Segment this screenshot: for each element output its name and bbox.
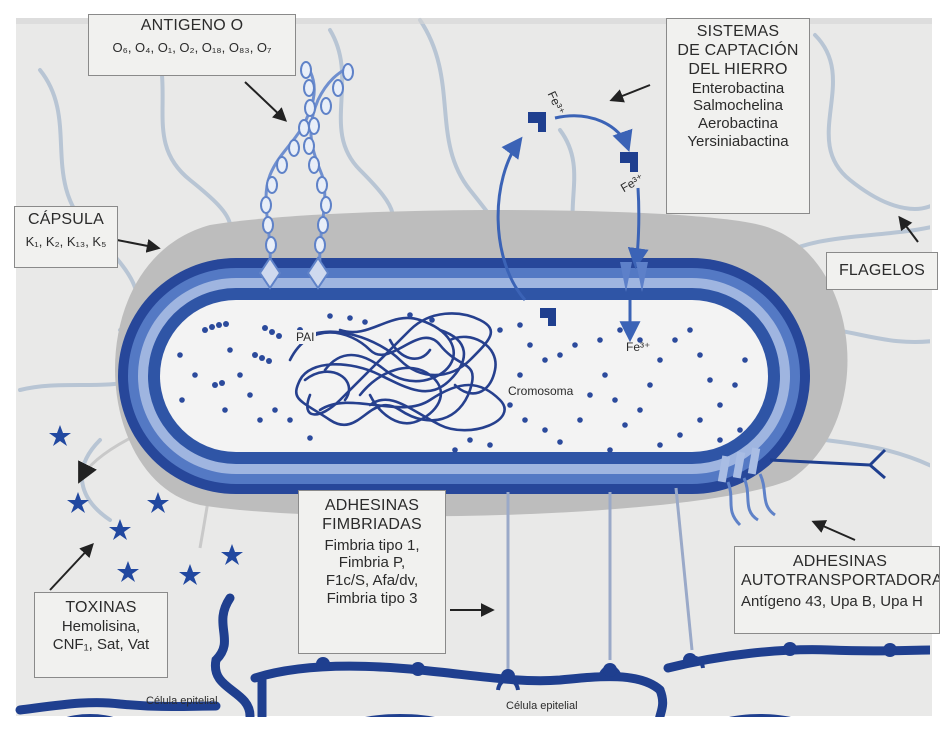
fimbrial-item: Fimbria tipo 1, — [299, 537, 445, 555]
autotransporter-title-1: ADHESINAS — [741, 553, 939, 572]
flagella-label: FLAGELOS — [826, 252, 938, 290]
iron-systems-title-1: SISTEMAS — [667, 23, 809, 42]
fimbrial-item: F1c/S, Afa/dv, — [299, 572, 445, 590]
toxins-label: TOXINAS Hemolisina, CNF₁, Sat, Vat — [34, 592, 168, 678]
iron-systems-item: Enterobactina — [667, 80, 809, 98]
toxins-item: CNF₁, Sat, Vat — [35, 636, 167, 654]
pai-label: PAI — [294, 330, 316, 344]
toxins-title: TOXINAS — [35, 599, 167, 618]
chromosome-label: Cromosoma — [506, 384, 575, 398]
fimbrial-adhesins-label: ADHESINAS FIMBRIADAS Fimbria tipo 1, Fim… — [298, 490, 446, 654]
flagella-title: FLAGELOS — [827, 262, 937, 281]
fimbrial-item: Fimbria tipo 3 — [299, 590, 445, 608]
fimbrial-title-1: ADHESINAS — [299, 497, 445, 516]
capsule-body: K₁, K₂, K₁₃, K₅ — [15, 234, 117, 249]
autotransporter-body: Antígeno 43, Upa B, Upa H — [741, 593, 939, 611]
epithelial-cell-label-left: Célula epitelial — [146, 695, 218, 707]
fimbrial-item: Fimbria P, — [299, 554, 445, 572]
capsule-label: CÁPSULA K₁, K₂, K₁₃, K₅ — [14, 206, 118, 268]
iron-systems-item: Salmochelina — [667, 97, 809, 115]
autotransporter-title-2: AUTOTRANSPORTADORAS — [741, 572, 939, 591]
iron-systems-title-2: DE CAPTACIÓN — [667, 42, 809, 61]
iron-systems-item: Aerobactina — [667, 115, 809, 133]
antigen-o-title: ANTIGENO O — [89, 17, 295, 36]
capsule-title: CÁPSULA — [15, 211, 117, 230]
epithelial-cell-label-center: Célula epitelial — [506, 700, 578, 712]
fe-inside-label: Fe³⁺ — [626, 340, 650, 354]
antigen-o-label: ANTIGENO O O₆, O₄, O₁, O₂, O₁₈, O₈₃, O₇ — [88, 14, 296, 76]
toxins-item: Hemolisina, — [35, 618, 167, 636]
iron-systems-title-3: DEL HIERRO — [667, 61, 809, 80]
iron-systems-item: Yersiniabactina — [667, 133, 809, 151]
iron-systems-label: SISTEMAS DE CAPTACIÓN DEL HIERRO Enterob… — [666, 18, 810, 214]
autotransporter-adhesins-label: ADHESINAS AUTOTRANSPORTADORAS Antígeno 4… — [734, 546, 940, 634]
fimbrial-title-2: FIMBRIADAS — [299, 516, 445, 535]
antigen-o-body: O₆, O₄, O₁, O₂, O₁₈, O₈₃, O₇ — [89, 40, 295, 55]
